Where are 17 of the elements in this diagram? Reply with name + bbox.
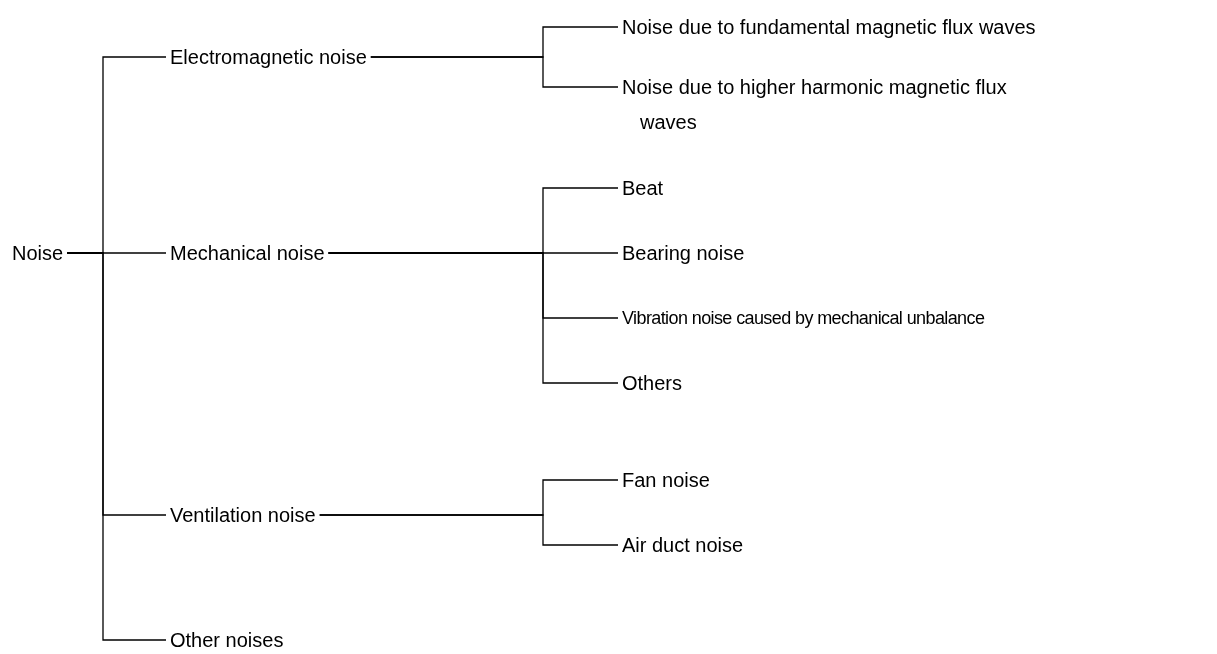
- connector-line: [319, 514, 619, 546]
- connector-line: [370, 56, 619, 88]
- node-label: Air duct noise: [618, 533, 748, 557]
- node-label: Electromagnetic noise: [166, 45, 371, 69]
- node-label: Other noises: [166, 628, 288, 652]
- node-label: Others: [618, 371, 687, 395]
- node-label: Bearing noise: [618, 241, 749, 265]
- node-label: Noise due to higher harmonic magnetic flux waves: [618, 69, 1018, 140]
- node-label: Ventilation noise: [166, 503, 320, 527]
- node-label: Noise: [8, 241, 68, 265]
- connector-line: [66, 252, 167, 641]
- node-label: Mechanical noise: [166, 241, 329, 265]
- node-label: Fan noise: [618, 468, 714, 492]
- node-label: Vibration noise caused by mechanical unbalance: [618, 306, 989, 330]
- node-label: Beat: [618, 176, 668, 200]
- node-label: Noise due to fundamental magnetic flux waves: [618, 15, 1040, 39]
- connector-line: [327, 252, 619, 384]
